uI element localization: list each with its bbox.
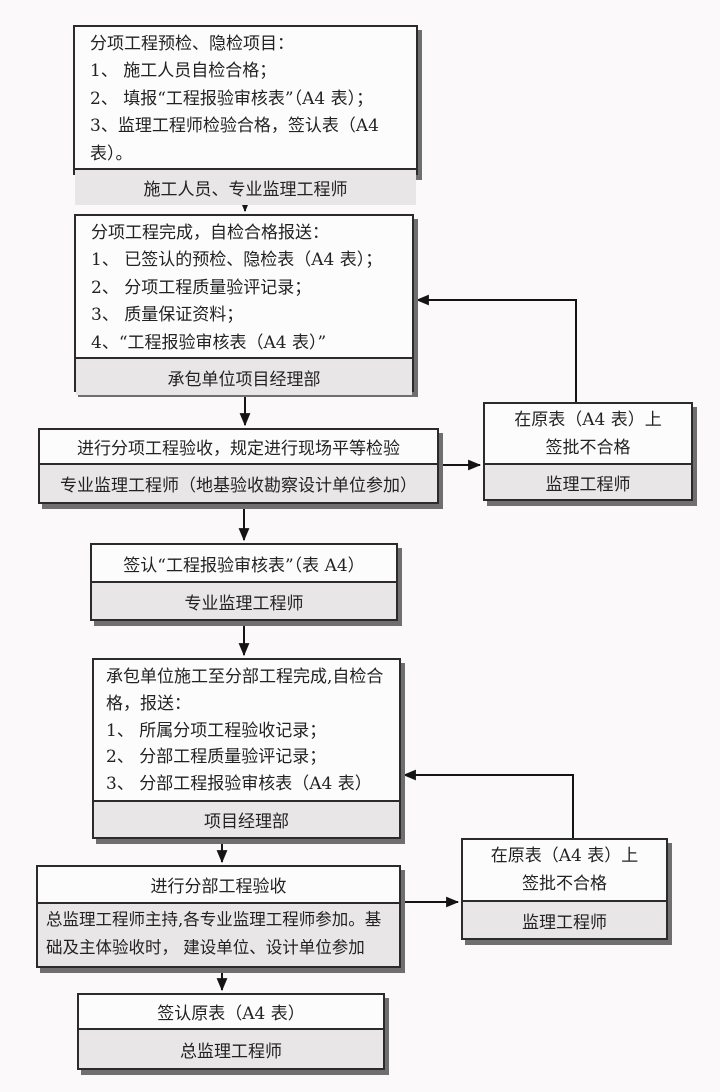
responsible-party-label: 施工人员、专业监理工程师 <box>75 168 416 206</box>
connector-reject-back-to-division-arrow <box>402 769 574 838</box>
step-sign-original-box: 签认原表（A4 表） 总监理工程师 <box>77 993 385 1070</box>
responsible-party-label: 监理工程师 <box>463 900 666 938</box>
text-line: 2、 分部工程质量验评记录； <box>106 747 327 768</box>
step-division-complete-body: 承包单位施工至分部工程完成,自检合格，报送： 1、 所属分项工程验收记录； 2、… <box>94 660 399 800</box>
step-sign-review-form-box: 签认“工程报验审核表”（表 A4） 专业监理工程师 <box>90 543 398 621</box>
text-line: 4、“工程报验审核表（A4 表）” <box>91 332 327 353</box>
step-subitem-complete-body: 分项工程完成，自检合格报送： 1、 已签认的预检、隐检表（A4 表）； 2、 分… <box>76 216 412 357</box>
text-line: 签批不合格 <box>545 437 631 458</box>
step-title: 签认原表（A4 表） <box>157 1004 305 1024</box>
text-line: 3、 分部工程报验审核表（A4 表） <box>106 774 372 795</box>
responsible-party-label: 专业监理工程师（地基验收勘察设计单位参加） <box>40 463 437 502</box>
step-reject-subitem-box: 在原表（A4 表）上 签批不合格 监理工程师 <box>483 402 693 501</box>
step-subitem-complete-box: 分项工程完成，自检合格报送： 1、 已签认的预检、隐检表（A4 表）； 2、 分… <box>74 214 414 396</box>
responsible-party-label: 监理工程师 <box>485 463 691 499</box>
text-line: 2、 分项工程质量验评记录； <box>91 277 312 298</box>
text-line: 在原表（A4 表）上 <box>490 846 639 866</box>
text-line: 1、 已签认的预检、隐检表（A4 表）； <box>91 250 383 271</box>
text-line: 签批不合格 <box>522 874 607 894</box>
text-line: 3、监理工程师检验合格，签认表（A4 表）。 <box>90 116 385 164</box>
responsible-party-label: 专业监理工程师 <box>92 581 396 619</box>
responsible-party-label: 总监理工程师 <box>79 1028 383 1068</box>
step-reject-subitem-body: 在原表（A4 表）上 签批不合格 <box>485 404 691 463</box>
text-line: 在原表（A4 表）上 <box>514 409 662 430</box>
text-line: 1、 施工人员自检合格； <box>90 61 277 82</box>
step-title: 进行分部工程验收 <box>150 877 287 897</box>
step-subitem-acceptance-box: 进行分项工程验收，规定进行现场平等检验 专业监理工程师（地基验收勘察设计单位参加… <box>38 428 439 504</box>
text-line: 承包单位施工至分部工程完成,自检合格，报送： <box>106 667 384 714</box>
responsible-party-label: 总监理工程师主持,各专业监理工程师参加。基础及主体验收时， 建设单位、设计单位参… <box>38 902 399 966</box>
text-line: 分项工程预检、隐检项目： <box>90 34 294 54</box>
step-pre-inspection-box: 分项工程预检、隐检项目： 1、 施工人员自检合格； 2、 填报“工程报验审核表”… <box>73 25 418 206</box>
step-division-acceptance-box: 进行分部工程验收 总监理工程师主持,各专业监理工程师参加。基础及主体验收时， 建… <box>36 865 401 968</box>
text-line: 分项工程完成，自检合格报送： <box>91 223 329 243</box>
step-reject-division-body: 在原表（A4 表）上 签批不合格 <box>463 840 666 900</box>
text-line: 2、 填报“工程报验审核表”（A4 表）； <box>90 88 374 109</box>
responsible-party-label: 项目经理部 <box>94 800 399 837</box>
step-title: 进行分项工程验收，规定进行现场平等检验 <box>77 439 400 459</box>
connector-reject-back-to-subitem-arrow <box>415 294 577 402</box>
text-line: 3、 质量保证资料； <box>91 305 244 326</box>
step-title: 签认“工程报验审核表”（表 A4） <box>123 555 365 576</box>
step-pre-inspection-body: 分项工程预检、隐检项目： 1、 施工人员自检合格； 2、 填报“工程报验审核表”… <box>75 27 416 168</box>
responsible-party-label: 承包单位项目经理部 <box>76 357 412 396</box>
step-division-complete-box: 承包单位施工至分部工程完成,自检合格，报送： 1、 所属分项工程验收记录； 2、… <box>92 658 401 839</box>
text-line: 1、 所属分项工程验收记录； <box>106 720 327 741</box>
step-reject-division-box: 在原表（A4 表）上 签批不合格 监理工程师 <box>461 838 668 940</box>
